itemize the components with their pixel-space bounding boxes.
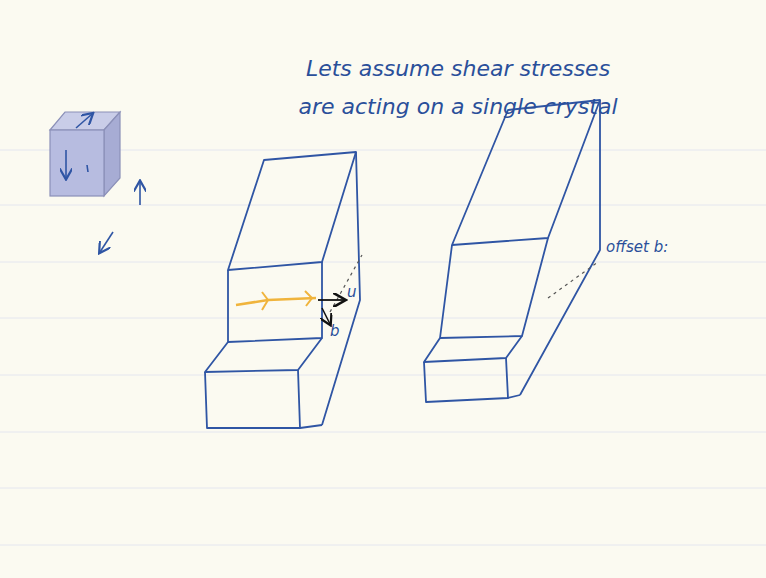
shear-cube: [50, 112, 120, 196]
page-title: Lets assume shear stresses are acting on…: [288, 50, 628, 126]
ruled-lines: [0, 150, 766, 545]
dislocation-line: [236, 255, 362, 324]
slipped-crystal: [424, 100, 600, 402]
crystal-with-dislocation: [205, 152, 360, 428]
vector-label: b: [330, 322, 340, 340]
shear-arrows: [66, 114, 140, 252]
offset-note: offset b:: [606, 238, 668, 256]
vector-label: u: [347, 283, 357, 301]
